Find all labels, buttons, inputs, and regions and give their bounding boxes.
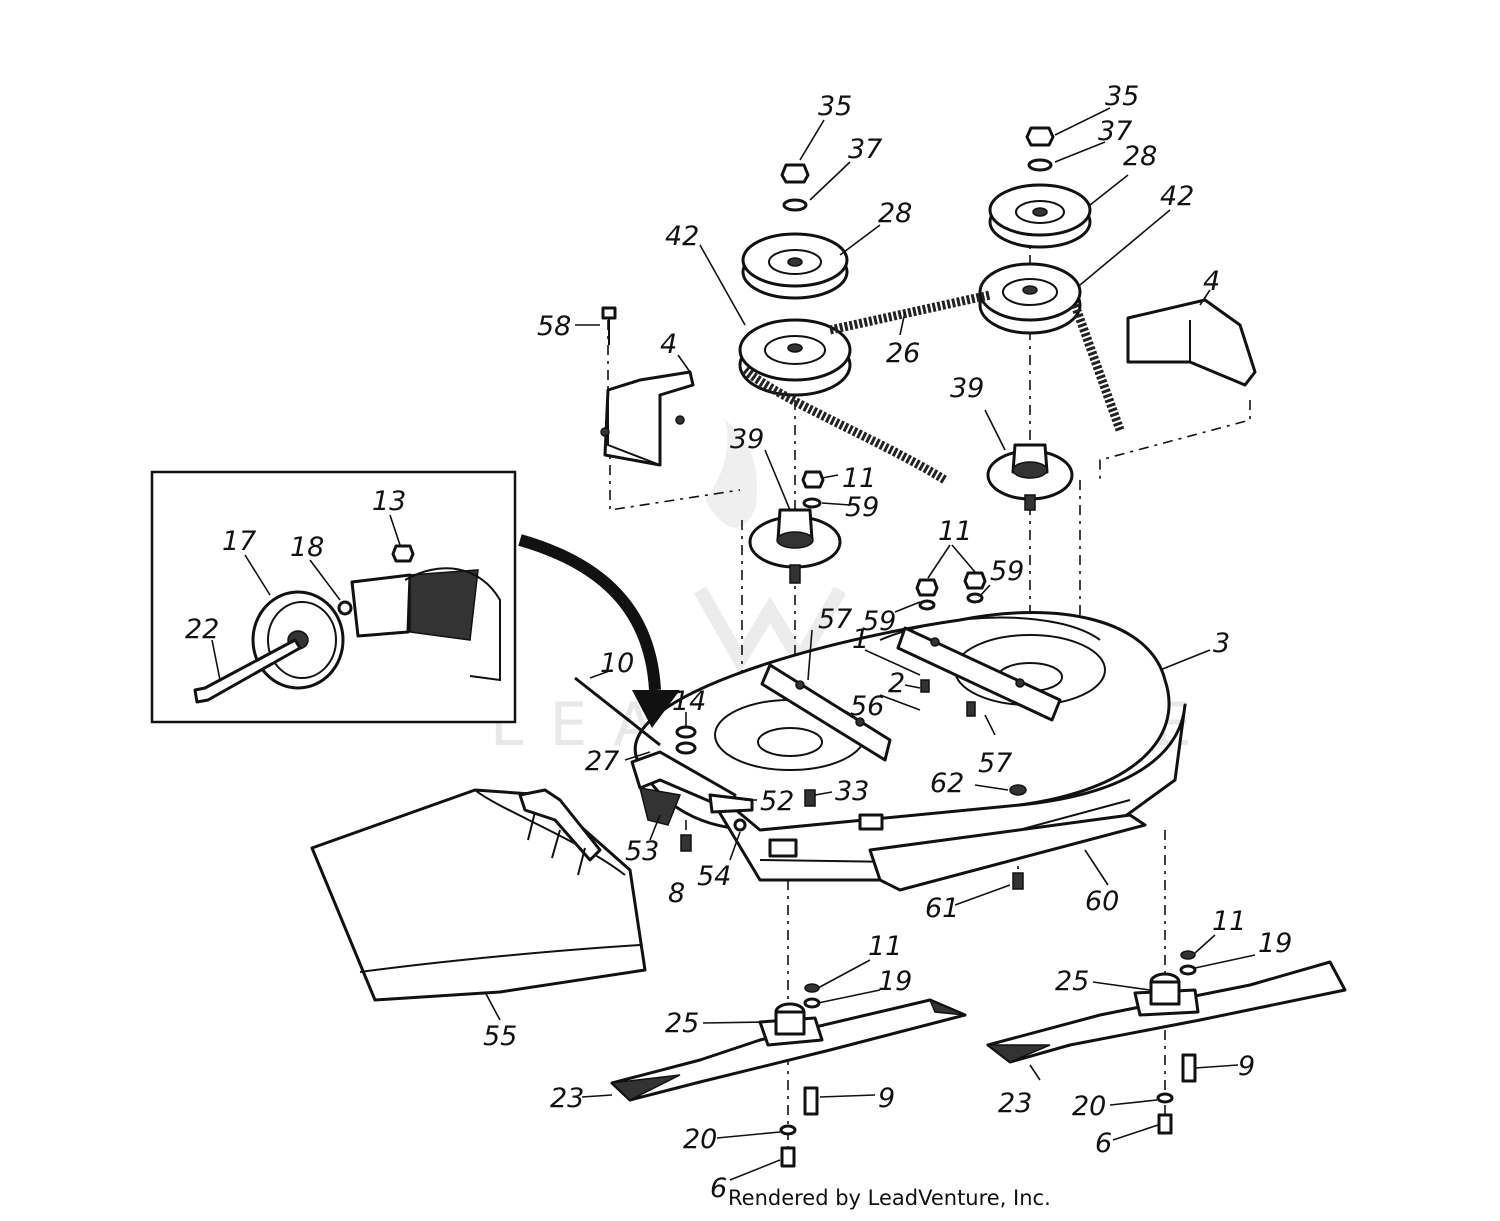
callout-62: 62 — [930, 768, 964, 799]
callout-20-left-blade: 20 — [683, 1124, 717, 1155]
baffle-plate — [868, 813, 1147, 892]
callout-9-left-blade: 9 — [878, 1083, 895, 1114]
callout-59-upper: 59 — [845, 492, 879, 523]
callout-19-left-blade: 19 — [878, 966, 912, 997]
callout-57-upper: 57 — [818, 604, 852, 635]
hinge-rod — [574, 676, 661, 747]
right-blade-assembly — [985, 950, 1347, 1135]
deck-bracket-right — [896, 626, 1062, 722]
callout-60: 60 — [1085, 886, 1119, 917]
callout-35-left: 35 — [818, 91, 852, 122]
callout-9-right-blade: 9 — [1238, 1051, 1255, 1082]
left-spindle-assembly — [738, 163, 852, 584]
chute-hinge-bracket — [630, 750, 754, 832]
belt-guard-right — [1126, 298, 1257, 387]
detail-arrow — [518, 534, 680, 728]
callout-19-right-blade: 19 — [1258, 928, 1292, 959]
callout-35-right: 35 — [1105, 81, 1139, 112]
callout-8: 8 — [668, 878, 685, 909]
callout-28-left: 28 — [878, 198, 912, 229]
callout-28-right: 28 — [1123, 141, 1157, 172]
callout-42-left: 42 — [665, 221, 699, 252]
callout-11-mid: 11 — [938, 516, 972, 547]
callout-39-right: 39 — [950, 373, 984, 404]
callout-10: 10 — [600, 648, 634, 679]
deck-bracket-left — [760, 663, 892, 762]
leader-lines — [211, 107, 1256, 1181]
callout-1: 1 — [852, 624, 869, 655]
callout-20-right-blade: 20 — [1072, 1091, 1106, 1122]
callout-58: 58 — [537, 311, 571, 342]
callout-14: 14 — [672, 686, 706, 717]
bolt-58 — [601, 306, 617, 345]
callout-labels: 35 37 28 42 58 4 26 39 11 59 35 37 28 42… — [185, 81, 1292, 1204]
drive-belt — [742, 290, 1125, 484]
callout-22: 22 — [185, 614, 219, 645]
callout-4-left: 4 — [660, 329, 677, 360]
callout-33: 33 — [835, 776, 869, 807]
callout-23-right-blade: 23 — [998, 1088, 1032, 1119]
callout-54: 54 — [697, 861, 731, 892]
callout-53: 53 — [625, 836, 659, 867]
callout-59-right: 59 — [990, 556, 1024, 587]
callout-18: 18 — [290, 532, 324, 563]
callout-17: 17 — [222, 526, 256, 557]
left-blade-assembly — [610, 983, 967, 1168]
callout-27: 27 — [585, 746, 619, 777]
callout-11-left-blade: 11 — [868, 931, 902, 962]
callout-37-right: 37 — [1098, 116, 1132, 147]
callout-11-upper: 11 — [842, 463, 876, 494]
callout-13: 13 — [372, 486, 406, 517]
small-fasteners — [675, 571, 1027, 890]
callout-52: 52 — [760, 786, 794, 817]
callout-59-mid: 59 — [862, 606, 896, 637]
callout-4-right: 4 — [1203, 266, 1220, 297]
callout-23-left-blade: 23 — [550, 1083, 584, 1114]
callout-6-left-blade: 6 — [710, 1173, 727, 1204]
right-spindle-assembly — [978, 126, 1092, 511]
render-credit: Rendered by LeadVenture, Inc. — [728, 1186, 1051, 1210]
callout-2: 2 — [888, 668, 905, 699]
callout-37-left: 37 — [848, 134, 882, 165]
inset-detail — [150, 470, 517, 724]
callout-56: 56 — [850, 691, 884, 722]
callout-25-right-blade: 25 — [1055, 966, 1089, 997]
callout-6-right-blade: 6 — [1095, 1128, 1112, 1159]
callout-42-right: 42 — [1160, 181, 1194, 212]
callout-3: 3 — [1213, 628, 1230, 659]
callout-11-right-blade: 11 — [1212, 906, 1246, 937]
callout-55: 55 — [483, 1021, 517, 1052]
callout-57-lower: 57 — [978, 748, 1012, 779]
callout-39-left: 39 — [730, 424, 764, 455]
callout-26: 26 — [886, 338, 920, 369]
discharge-chute — [310, 788, 647, 1002]
callout-25-left-blade: 25 — [665, 1008, 699, 1039]
belt-guard-left — [600, 370, 695, 467]
callout-61: 61 — [925, 893, 959, 924]
